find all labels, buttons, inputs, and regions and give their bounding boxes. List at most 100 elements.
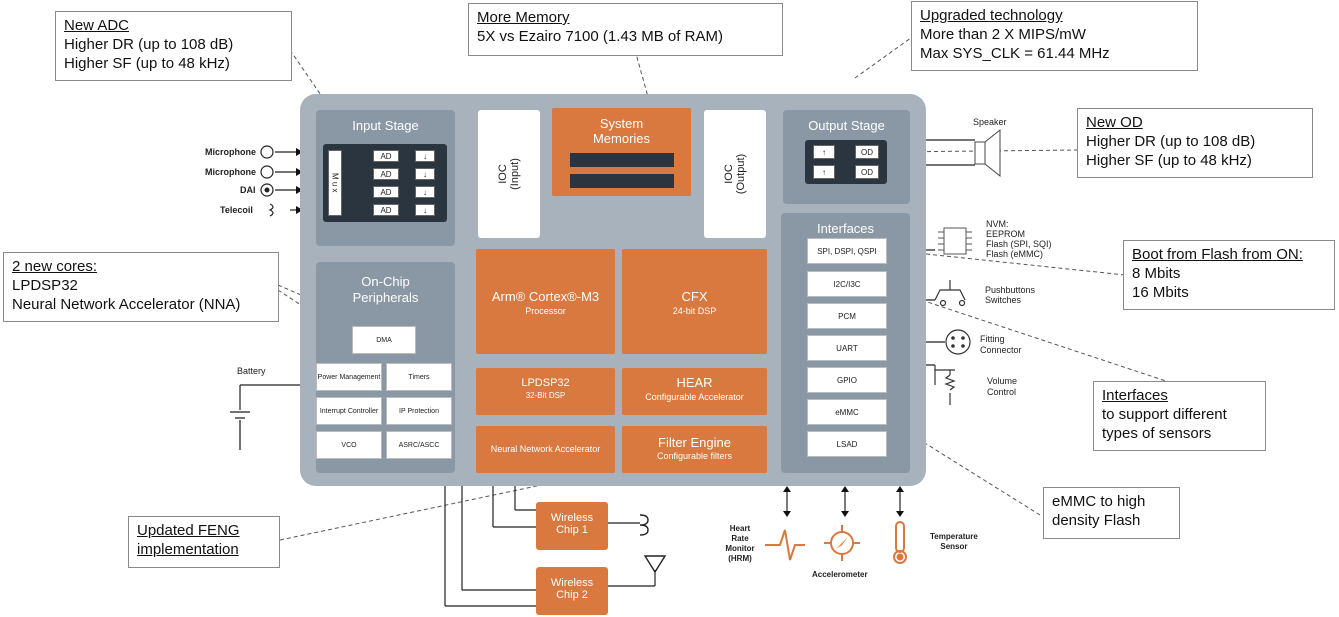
callout-line: More than 2 X MIPS/mW (920, 26, 1086, 43)
interface-gpio: GPIO (807, 367, 887, 393)
up-arrow-icon: ↑ (813, 145, 835, 159)
lpdsp-line2: 32-Bit DSP (525, 391, 566, 400)
vco-block: VCO (316, 431, 382, 459)
temperature-sensor-label: Temperature Sensor (930, 532, 978, 552)
nvm-line: Flash (eMMC) (986, 249, 1044, 259)
callout-line: Higher DR (up to 108 dB) (1086, 133, 1256, 150)
callout-title: New OD (1086, 114, 1143, 131)
arm-line2: Processor (525, 306, 566, 316)
pushbuttons-line: Pushbuttons (985, 285, 1036, 295)
neural-network-accelerator-block: Neural Network Accelerator (476, 426, 615, 473)
fitting-line: Fitting (980, 334, 1005, 344)
memory-bar-2 (570, 174, 674, 188)
callout-line: types of sensors (1102, 425, 1212, 442)
ioc-input-line2: (Input) (509, 158, 521, 190)
nvm-line: NVM: (986, 219, 1009, 229)
callout-emmc: eMMC to high density Flash (1043, 487, 1180, 539)
battery-label: Battery (237, 366, 266, 376)
hrm-line: Heart (729, 524, 751, 533)
hrm-line: Rate (731, 534, 749, 543)
callout-line: 5X vs Ezairo 7100 (1.43 MB of RAM) (477, 28, 723, 45)
input-stage-panel: Input Stage M u x AD AD AD AD ↓ ↓ ↓ ↓ (316, 110, 455, 246)
peripherals-title-line2: Peripherals (352, 290, 419, 305)
down-arrow-icon: ↓ (415, 168, 435, 180)
accelerometer-label: Accelerometer (812, 570, 868, 579)
pushbuttons-label: Pushbuttons Switches (985, 285, 1035, 305)
nna-line1: Neural Network Accelerator (490, 444, 601, 454)
arm-cortex-block: Arm® Cortex®-M3 Processor (476, 249, 615, 354)
fitting-line: Connector (980, 345, 1022, 355)
ad-converter-1: AD (373, 150, 399, 162)
callout-upgraded-technology: Upgraded technology More than 2 X MIPS/m… (911, 1, 1198, 71)
ioc-output-line1: IOC (723, 164, 735, 184)
callout-line: Higher SF (up to 48 kHz) (64, 55, 230, 72)
ioc-input-label: IOC (Input) (497, 158, 521, 190)
dma-block: DMA (352, 326, 416, 354)
output-driver-2: OD (855, 165, 879, 179)
memory-bar-1 (570, 153, 674, 167)
fitting-connector-label: Fitting Connector (980, 334, 1022, 356)
hear-line2: Configurable Accelerator (645, 392, 744, 402)
ioc-input-line1: IOC (497, 164, 509, 184)
callout-title: Updated FENG (137, 522, 240, 539)
power-management-block: Power Management (316, 363, 382, 391)
cfx-line1: CFX (681, 289, 708, 304)
timers-block: Timers (386, 363, 452, 391)
telecoil-label: Telecoil (220, 205, 253, 215)
callout-line: LPDSP32 (12, 277, 78, 294)
interfaces-panel: Interfaces SPI, DSPI, QSPI I2C/I3C PCM U… (781, 213, 910, 473)
up-arrow-icon: ↑ (813, 165, 835, 179)
callout-more-memory: More Memory 5X vs Ezairo 7100 (1.43 MB o… (468, 3, 783, 56)
lpdsp-line1: LPDSP32 (521, 377, 570, 389)
down-arrow-icon: ↓ (415, 150, 435, 162)
callout-updated-feng: Updated FENG implementation (128, 516, 280, 568)
peripherals-panel: On-Chip Peripherals DMA Power Management… (316, 262, 455, 473)
callout-line: density Flash (1052, 512, 1141, 529)
callout-line: 16 Mbits (1132, 284, 1189, 301)
output-stage-title: Output Stage (808, 118, 885, 133)
filter-engine-block: Filter Engine Configurable filters (622, 426, 767, 473)
pushbuttons-line: Switches (985, 295, 1022, 305)
ad-converter-4: AD (373, 204, 399, 216)
callout-title: 2 new cores: (12, 258, 98, 275)
cfx-line2: 24-bit DSP (672, 306, 717, 316)
cfx-block: CFX 24-bit DSP (622, 249, 767, 354)
callout-title: Boot from Flash from ON: (1132, 246, 1303, 263)
wireless2-line1: Wireless (550, 577, 594, 589)
callout-line: eMMC to high (1052, 493, 1146, 510)
volume-line: Control (987, 387, 1017, 397)
callout-line: to support different (1102, 406, 1227, 423)
ioc-output-line2: (Output) (735, 153, 747, 195)
mux-box: M u x (328, 150, 342, 216)
interfaces-title: Interfaces (816, 221, 875, 236)
ioc-output-label: IOC (Output) (723, 154, 747, 194)
arm-line1: Arm® Cortex®-M3 (491, 289, 600, 304)
wireless1-line2: Chip 1 (556, 524, 588, 536)
ioc-input-block: IOC (Input) (478, 110, 540, 238)
asrc-block: ASRC/ASCC (386, 431, 452, 459)
wireless-chip-1: Wireless Chip 1 (536, 502, 608, 550)
callout-line: implementation (137, 541, 239, 558)
wireless1-line1: Wireless (550, 512, 594, 524)
temperature-line: Sensor (940, 542, 968, 551)
microphone-label-2: Microphone (205, 167, 256, 177)
interface-emmc: eMMC (807, 399, 887, 425)
ip-protection-block: IP Protection (386, 397, 452, 425)
filter-line1: Filter Engine (658, 435, 731, 450)
volume-line: Volume (987, 376, 1018, 386)
callout-title: New ADC (64, 17, 130, 34)
hrm-line: Monitor (725, 544, 755, 553)
volume-control-label: Volume Control (987, 376, 1017, 398)
callout-new-adc: New ADC Higher DR (up to 108 dB) Higher … (55, 11, 292, 81)
nvm-line: Flash (SPI, SQI) (986, 239, 1052, 249)
callout-new-cores: 2 new cores: LPDSP32 Neural Network Acce… (3, 252, 279, 322)
hrm-line: (HRM) (728, 554, 752, 563)
interface-lsad: LSAD (807, 431, 887, 457)
nvm-line: EEPROM (986, 229, 1026, 239)
ad-converter-3: AD (373, 186, 399, 198)
system-memories-block: System Memories (552, 108, 691, 196)
lpdsp32-block: LPDSP32 32-Bit DSP (476, 368, 615, 415)
peripherals-title-line1: On-Chip (361, 274, 410, 289)
hrm-label: Heart Rate Monitor (HRM) (722, 524, 758, 564)
interface-i2c: I2C/I3C (807, 271, 887, 297)
